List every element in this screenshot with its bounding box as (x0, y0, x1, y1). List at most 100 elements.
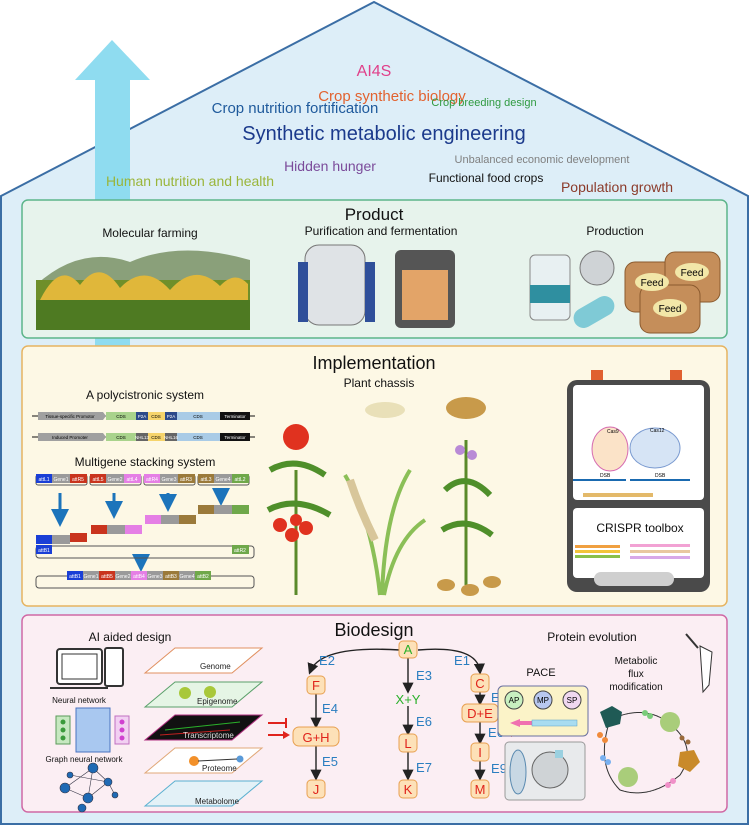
omics-genome: Genome (200, 662, 231, 671)
svg-text:Metabolic: Metabolic (615, 656, 658, 667)
roof-keywords: AI4S Crop synthetic biology Crop nutriti… (106, 63, 673, 195)
crispr-toolbox-label: CRISPR toolbox (596, 521, 683, 535)
svg-text:Gene4: Gene4 (179, 574, 194, 580)
feed-label: Feed (641, 278, 664, 289)
keyword-crop-synthetic-biology: Crop synthetic biology (318, 88, 466, 105)
svg-text:Gene3: Gene3 (147, 574, 162, 580)
enzyme-e3: E3 (416, 668, 432, 683)
keyword-crop-breeding-design: Crop breeding design (431, 97, 536, 109)
purification-label: Purification and fermentation (305, 224, 458, 238)
svg-text:Gene2: Gene2 (107, 477, 122, 483)
metabolic-pathway: A F G+H J X+Y L K C D+E I M E2 E3 E1 E4 … (268, 640, 525, 799)
pace-box: AP MP SP (497, 685, 589, 737)
svg-text:attR4: attR4 (146, 477, 158, 483)
polycistronic-label: A polycistronic system (86, 388, 204, 402)
bioreactor-image (298, 244, 455, 328)
keyword-functional-food-crops: Functional food crops (429, 171, 544, 185)
svg-text:Terminator: Terminator (224, 414, 246, 419)
svg-text:Terminator: Terminator (224, 435, 246, 440)
svg-text:P2A: P2A (138, 414, 147, 419)
incubator-image (504, 741, 586, 801)
omics-metabolome: Metabolome (195, 797, 240, 806)
svg-text:attB4: attB4 (133, 574, 145, 580)
svg-text:attB2: attB2 (197, 574, 209, 580)
svg-text:NHL16: NHL16 (164, 435, 179, 440)
keyword-ai4s: AI4S (357, 63, 392, 80)
keyword-crop-nutrition-fortification: Crop nutrition fortification (212, 100, 379, 117)
svg-text:CDS: CDS (193, 435, 203, 440)
node-m: M (475, 782, 486, 797)
tomato-plant-image (266, 424, 332, 595)
svg-text:attL1: attL1 (38, 477, 49, 483)
dest-site-attb1: attB1 (38, 548, 50, 554)
node-de: D+E (467, 706, 493, 721)
product-title: Product (345, 205, 404, 224)
computer-icon (50, 647, 124, 689)
molecular-farming-label: Molecular farming (102, 226, 197, 240)
svg-text:attL2: attL2 (234, 477, 245, 483)
node-i: I (478, 745, 482, 760)
svg-text:CDS: CDS (116, 435, 126, 440)
omics-proteome: Proteome (202, 764, 237, 773)
cas9-label: Cas9 (607, 429, 619, 435)
svg-text:CDS: CDS (116, 414, 126, 419)
svg-text:attL5: attL5 (92, 477, 103, 483)
keyword-unbalanced-development: Unbalanced economic development (455, 154, 630, 166)
node-f: F (312, 678, 320, 693)
svg-text:attR5: attR5 (72, 477, 84, 483)
svg-text:Tissue-specific Promotor: Tissue-specific Promotor (45, 414, 95, 419)
neural-network-diagram-icon (55, 707, 130, 753)
svg-text:attB3: attB3 (165, 574, 177, 580)
dsb-label: DSB (655, 473, 666, 479)
biodesign-title: Biodesign (334, 620, 413, 640)
polycistronic-construct-2: Induced Promoter CDS NHL13 CDS NHL16 CDS… (32, 433, 255, 441)
svg-text:CDS: CDS (193, 414, 203, 419)
node-a: A (404, 642, 413, 657)
graph-nn-label: Graph neural network (46, 755, 124, 764)
implementation-title: Implementation (312, 353, 435, 373)
implementation-panel: Implementation Plant chassis A polycistr… (21, 345, 728, 607)
feed-bags: Feed Feed Feed (624, 251, 721, 334)
svg-text:Gene3: Gene3 (161, 477, 176, 483)
node-j: J (313, 782, 320, 797)
svg-text:attB1: attB1 (69, 574, 81, 580)
multigene-label: Multigene stacking system (75, 455, 216, 469)
stacking-arrows (51, 488, 230, 572)
enzyme-e4: E4 (322, 701, 338, 716)
entry-clone-1: attL1 Gene1 attR5 (35, 474, 88, 486)
omics-transcriptome: Transcriptome (183, 731, 234, 740)
keyword-population-growth: Population growth (561, 179, 673, 195)
svg-text:CDS: CDS (151, 414, 161, 419)
neural-network-label: Neural network (52, 696, 107, 705)
svg-text:Induced Promoter: Induced Promoter (52, 435, 88, 440)
svg-text:modification: modification (609, 682, 662, 693)
svg-text:Gene1: Gene1 (53, 477, 68, 483)
dsb-label: DSB (600, 473, 611, 479)
enzyme-e2: E2 (319, 653, 335, 668)
enzyme-e7: E7 (416, 760, 432, 775)
svg-text:flux: flux (628, 669, 644, 680)
keyword-human-nutrition: Human nutrition and health (106, 173, 274, 189)
metabolic-flux-cycle-image (597, 706, 700, 794)
enzyme-e9: E9 (491, 761, 507, 776)
plant-chassis-label: Plant chassis (344, 376, 415, 390)
pace-part-ap: AP (509, 696, 520, 705)
multi-omics-layers: Genome Epigenome Transcriptome Proteome … (143, 647, 264, 807)
tube-icon (685, 633, 713, 694)
dest-site-attr2: attR2 (234, 548, 246, 554)
graph-network-icon (59, 762, 119, 813)
node-k: K (404, 782, 413, 797)
production-label: Production (586, 224, 643, 238)
svg-text:Gene1: Gene1 (83, 574, 98, 580)
pace-label: PACE (526, 667, 555, 679)
pathway-nodes: A F G+H J X+Y L K C D+E I M (292, 640, 499, 799)
rice-field-image (36, 250, 250, 330)
protein-evolution-label: Protein evolution (547, 630, 636, 644)
rice-plant-image (343, 402, 427, 596)
svg-text:attL4: attL4 (126, 477, 137, 483)
enzyme-labels: E2 E3 E1 E4 E6 E5 E7 E8 E6 E9 (319, 653, 507, 776)
